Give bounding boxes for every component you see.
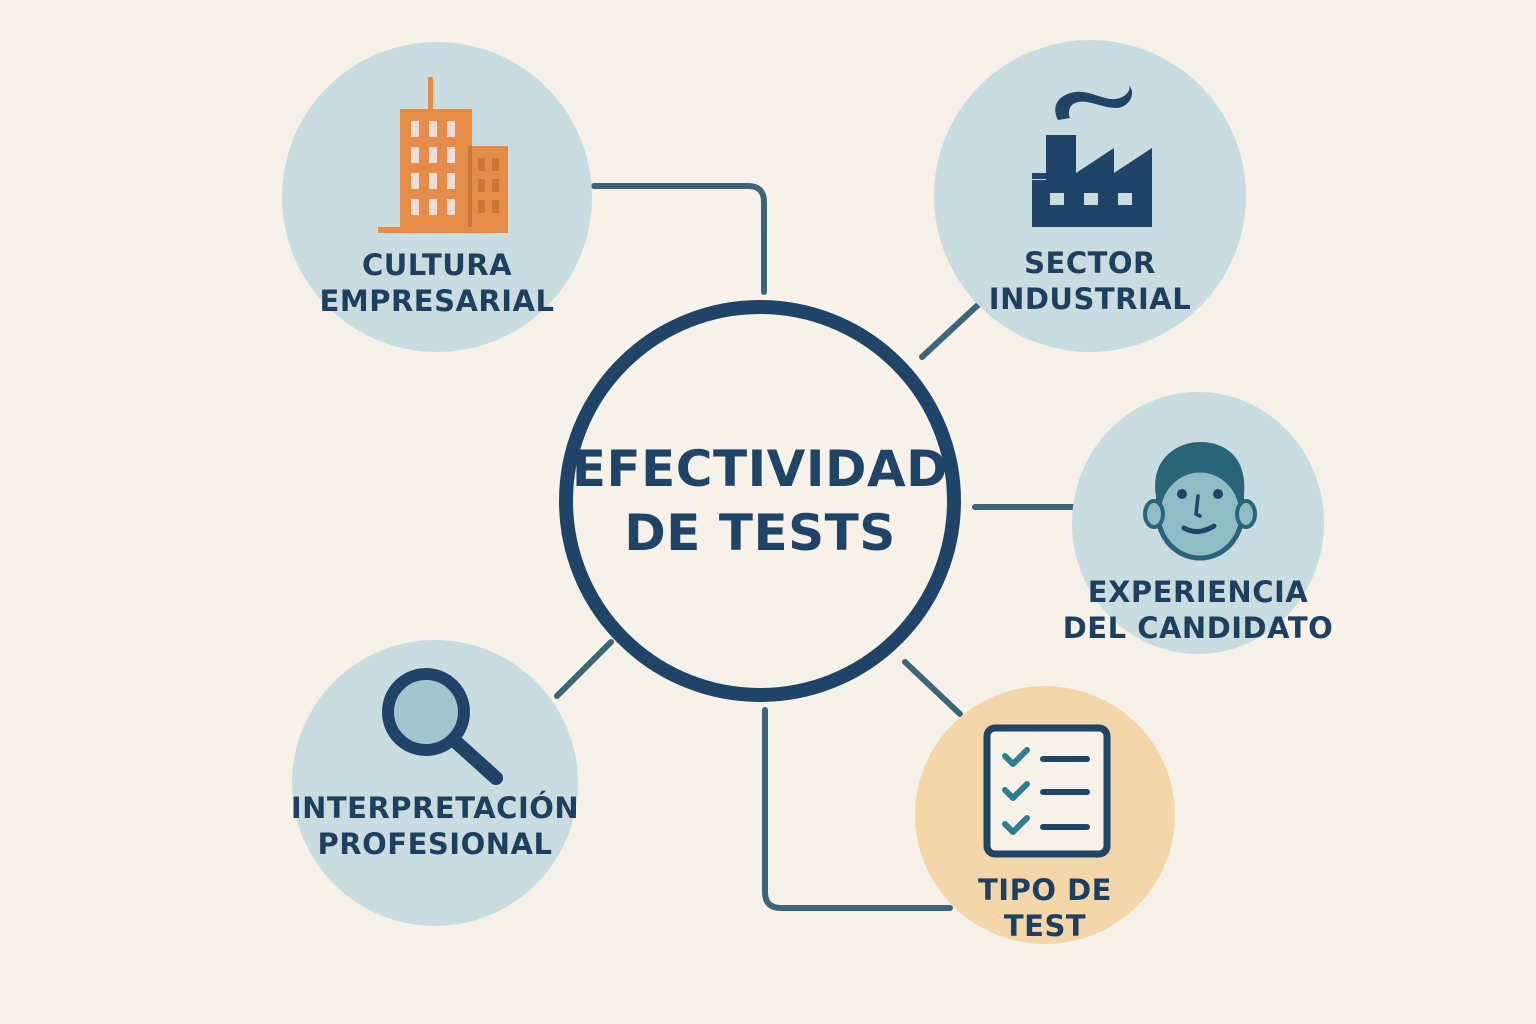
center-title: EFECTIVIDAD DE TESTS <box>572 437 948 565</box>
node-cultura-empresarial: CULTURA EMPRESARIAL <box>282 42 592 352</box>
label-line-2: TEST <box>1003 909 1087 943</box>
connector-interpretacion <box>554 639 614 699</box>
label-line-1: SECTOR <box>1024 246 1156 280</box>
checklist-icon <box>983 724 1111 858</box>
node-label: TIPO DE TEST <box>915 872 1175 944</box>
node-interpretacion-profesional: INTERPRETACIÓN PROFESIONAL <box>291 640 579 926</box>
office-building-icon <box>378 77 508 233</box>
node-label: CULTURA EMPRESARIAL <box>282 247 592 319</box>
connector-sector <box>919 300 983 360</box>
node-experiencia-candidato: EXPERIENCIA DEL CANDIDATO <box>1063 392 1333 654</box>
label-line-2: INDUSTRIAL <box>988 282 1192 316</box>
node-sector-industrial: SECTOR INDUSTRIAL <box>934 40 1246 352</box>
label-line-1: CULTURA <box>361 248 513 282</box>
person-face-icon <box>1143 442 1257 561</box>
label-line-2: DEL CANDIDATO <box>1062 611 1334 645</box>
center-title-line-1: EFECTIVIDAD <box>571 440 949 498</box>
factory-icon <box>1032 84 1152 227</box>
label-line-1: EXPERIENCIA <box>1087 575 1309 609</box>
node-tipo-de-test: TIPO DE TEST <box>915 686 1175 944</box>
node-label: INTERPRETACIÓN PROFESIONAL <box>282 790 588 862</box>
label-line-2: PROFESIONAL <box>317 827 553 861</box>
connector-tipo-diagonal <box>902 659 963 717</box>
label-line-2: EMPRESARIAL <box>319 284 555 318</box>
label-line-1: TIPO DE <box>978 873 1112 907</box>
node-label: EXPERIENCIA DEL CANDIDATO <box>1052 574 1344 646</box>
connector-tipo-elbow <box>762 707 953 911</box>
magnifier-icon <box>382 668 503 785</box>
center-node-efectividad: EFECTIVIDAD DE TESTS <box>559 300 961 702</box>
center-title-line-2: DE TESTS <box>624 504 896 562</box>
label-line-1: INTERPRETACIÓN <box>290 791 580 825</box>
connector-cultura <box>591 183 767 295</box>
node-label: SECTOR INDUSTRIAL <box>934 245 1246 317</box>
